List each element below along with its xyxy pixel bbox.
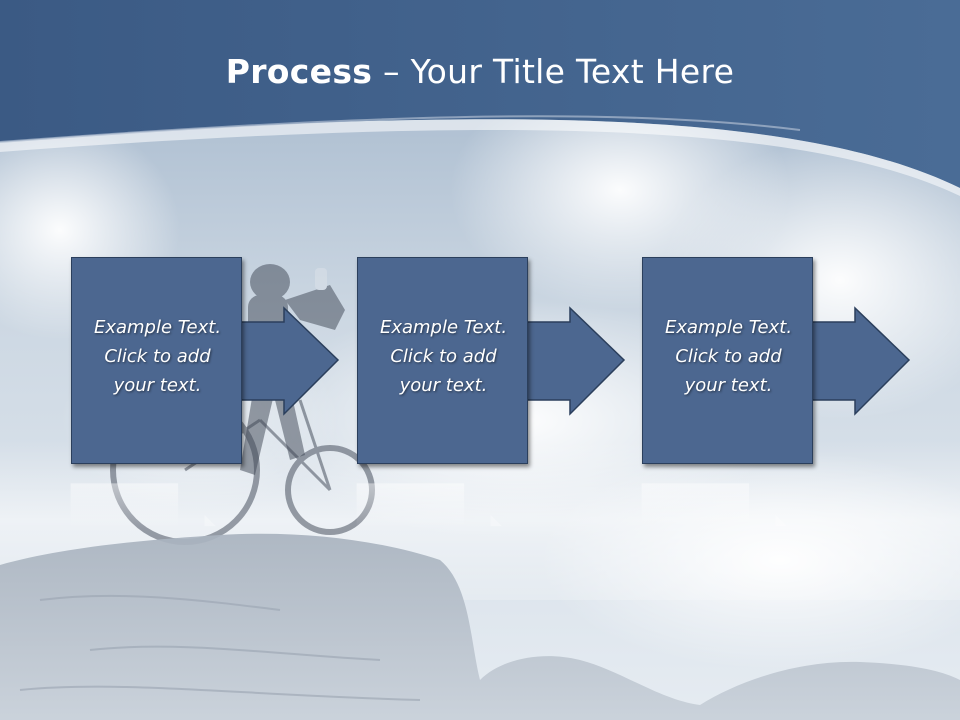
- arrow-right-icon: [810, 306, 911, 416]
- step-text-line-2: Click to add: [675, 346, 782, 367]
- step-text-line-1: Example Text.: [664, 317, 793, 338]
- step-box[interactable]: Example Text. Click to add your text.: [71, 257, 242, 464]
- process-step-2[interactable]: Example Text. Click to add your text.: [356, 256, 626, 468]
- step-text-line-2: Click to add: [390, 346, 497, 367]
- arrow-right-icon: [239, 306, 340, 416]
- process-step-3[interactable]: Example Text. Click to add your text.: [641, 256, 911, 468]
- step-text-line-3: your text.: [399, 375, 488, 396]
- title-bold: Process: [225, 52, 373, 91]
- step-box[interactable]: Example Text. Click to add your text.: [357, 257, 528, 464]
- step-text: Example Text. Click to add your text.: [643, 313, 814, 400]
- step-box[interactable]: Example Text. Click to add your text.: [642, 257, 813, 464]
- step-text-line-2: Click to add: [104, 346, 211, 367]
- step-text: Example Text. Click to add your text.: [358, 313, 529, 400]
- step-reflection: [641, 483, 787, 529]
- step-text-line-3: your text.: [684, 375, 773, 396]
- step-text: Example Text. Click to add your text.: [72, 313, 243, 400]
- step-text-line-1: Example Text.: [93, 317, 222, 338]
- step-text-line-1: Example Text.: [379, 317, 508, 338]
- step-reflection: [70, 483, 216, 529]
- step-reflection: [356, 483, 502, 529]
- arrow-right-icon: [525, 306, 626, 416]
- title-rest: – Your Title Text Here: [372, 52, 735, 91]
- slide-title[interactable]: Process – Your Title Text Here: [0, 52, 960, 91]
- process-step-1[interactable]: Example Text. Click to add your text.: [70, 256, 340, 468]
- step-text-line-3: your text.: [113, 375, 202, 396]
